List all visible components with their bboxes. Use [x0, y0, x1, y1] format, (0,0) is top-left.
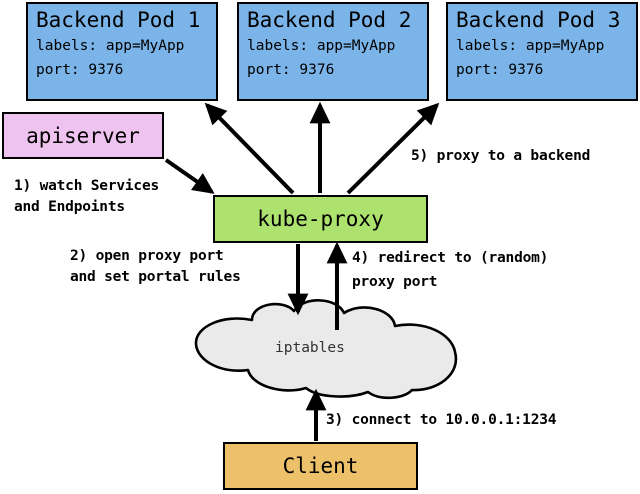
arrow-kubeproxy-to-pod1: [204, 102, 295, 195]
step-5-line1: 5) proxy to a backend: [411, 148, 591, 164]
arrow-apiserver-to-kubeproxy: [164, 158, 215, 194]
backend-pod-2-title: Backend Pod 2: [247, 8, 412, 32]
step-2-line1: 2) open proxy port: [70, 248, 224, 264]
apiserver-box[interactable]: apiserver: [2, 112, 164, 159]
backend-pod-3-box[interactable]: Backend Pod 3 labels: app=MyApp port: 93…: [446, 2, 638, 101]
backend-pod-3-title: Backend Pod 3: [456, 8, 621, 32]
backend-pod-3-labels: labels: app=MyApp: [456, 38, 605, 54]
iptables-label: iptables: [275, 340, 345, 356]
step-4-line2: proxy port: [352, 274, 438, 290]
backend-pod-3-port: port: 9376: [456, 62, 544, 78]
step-2-line2: and set portal rules: [70, 269, 241, 285]
client-box[interactable]: Client: [223, 442, 418, 490]
backend-pod-1-box[interactable]: Backend Pod 1 labels: app=MyApp port: 93…: [26, 2, 218, 101]
backend-pod-2-port: port: 9376: [247, 62, 335, 78]
apiserver-label: apiserver: [26, 123, 140, 148]
step-3-line1: 3) connect to 10.0.0.1:1234: [326, 412, 557, 428]
backend-pod-1-labels: labels: app=MyApp: [36, 38, 185, 54]
backend-pod-2-labels: labels: app=MyApp: [247, 38, 396, 54]
backend-pod-1-title: Backend Pod 1: [36, 8, 201, 32]
step-1-line1: 1) watch Services: [14, 178, 160, 194]
step-1-line2: and Endpoints: [14, 199, 125, 215]
backend-pod-1-port: port: 9376: [36, 62, 124, 78]
kube-proxy-label: kube-proxy: [257, 207, 384, 231]
backend-pod-2-box[interactable]: Backend Pod 2 labels: app=MyApp port: 93…: [237, 2, 429, 101]
client-label: Client: [282, 454, 359, 478]
step-4-line1: 4) redirect to (random): [352, 250, 549, 266]
kube-proxy-box[interactable]: kube-proxy: [213, 195, 428, 243]
